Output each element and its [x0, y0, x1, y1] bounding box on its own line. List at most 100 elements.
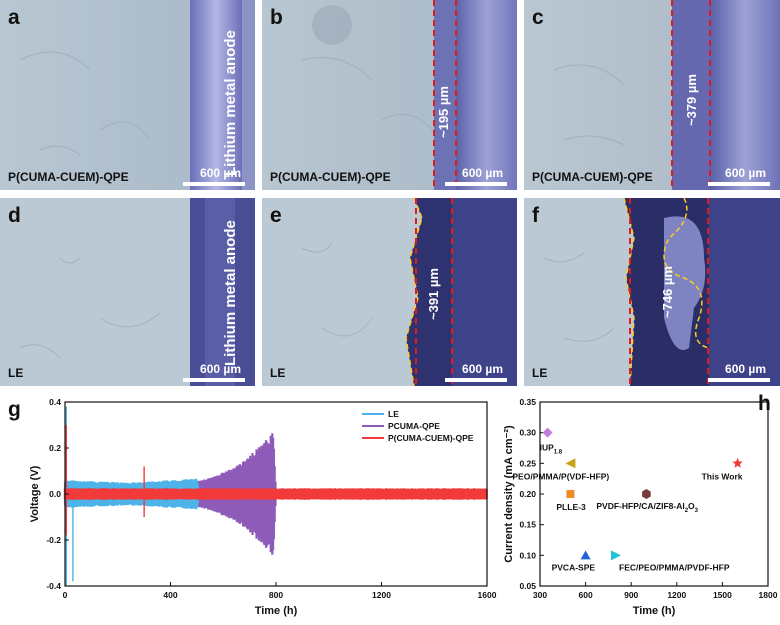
scale-bar	[445, 182, 507, 186]
micrograph-a	[0, 0, 255, 190]
y-tick-label: 0.15	[519, 520, 536, 530]
panel-caption: LE	[270, 366, 286, 380]
x-axis-label: Time (h)	[633, 605, 676, 617]
panel-caption: P(CUMA-CUEM)-QPE	[270, 170, 391, 184]
panel-a: a P(CUMA-CUEM)-QPE Lithium metal anode 6…	[0, 0, 255, 190]
point-label: IUP1.8	[540, 443, 563, 456]
panel-letter: c	[532, 6, 544, 29]
marker-triangle-left	[565, 458, 576, 469]
y-tick-label: 0.10	[519, 550, 536, 560]
panel-letter: g	[8, 398, 21, 421]
data-point: PVCA-SPE	[552, 550, 596, 572]
x-tick-label: 1200	[372, 590, 391, 600]
panel-letter: e	[270, 204, 282, 227]
data-point: PEO/PMMA/P(VDF-HFP)	[512, 458, 609, 481]
x-tick-label: 300	[533, 590, 547, 600]
x-tick-label: 600	[579, 590, 593, 600]
thickness-label: ~746 µm	[660, 266, 675, 318]
marker-triangle-right	[611, 550, 621, 561]
legend-label: LE	[388, 409, 399, 419]
panel-letter: b	[270, 6, 283, 29]
x-axis-label: Time (h)	[255, 605, 298, 617]
panel-caption: P(CUMA-CUEM)-QPE	[8, 170, 129, 184]
point-label: PVDF-HFP/CA/ZIF8-Al2O3	[596, 501, 698, 514]
micrograph-d	[0, 198, 255, 386]
scale-bar	[708, 182, 770, 186]
current-density-chart: h 300 600 900 1200 1500 1800 0.05 0.10 0.15 0.20 0…	[500, 392, 780, 620]
panel-c: c P(CUMA-CUEM)-QPE ~379 µm 600 µm	[524, 0, 780, 190]
y-axis-label: Voltage (V)	[29, 465, 41, 522]
anode-label: Lithium metal anode	[222, 30, 239, 176]
panel-caption: P(CUMA-CUEM)-QPE	[532, 170, 653, 184]
point-label: PEO/PMMA/P(VDF-HFP)	[512, 471, 609, 481]
thickness-label: ~391 µm	[426, 268, 441, 320]
scale-bar	[183, 182, 245, 186]
y-tick-label: 0.0	[49, 489, 61, 499]
marker-diamond	[542, 427, 553, 438]
micrograph-f	[524, 198, 780, 386]
scale-bar	[445, 378, 507, 382]
scale-label: 600 µm	[725, 166, 766, 180]
y-tick-label: -0.4	[46, 581, 61, 591]
scale-label: 600 µm	[200, 362, 241, 376]
y-tick-label: 0.35	[519, 397, 536, 407]
panel-caption: LE	[8, 366, 24, 380]
x-tick-label: 900	[624, 590, 638, 600]
panel-b: b P(CUMA-CUEM)-QPE ~195 µm 600 µm	[262, 0, 517, 190]
data-point: This Work	[702, 457, 743, 481]
point-label: FEC/PEO/PMMA/PVDF-HFP	[619, 562, 730, 572]
legend-label: PCUMA-QPE	[388, 421, 440, 431]
marker-square	[566, 490, 575, 498]
panel-f: f LE ~746 µm 600 µm	[524, 198, 780, 386]
panel-e: e LE ~391 µm 600 µm	[262, 198, 517, 386]
scale-label: 600 µm	[200, 166, 241, 180]
panel-d: d LE Lithium metal anode 600 µm	[0, 198, 255, 386]
x-tick-label: 1600	[478, 590, 497, 600]
scale-bar	[183, 378, 245, 382]
data-point: PLLE-3	[556, 490, 586, 512]
x-tick-label: 0	[63, 590, 68, 600]
panel-letter: d	[8, 204, 21, 227]
scale-label: 600 µm	[462, 166, 503, 180]
thickness-label: ~379 µm	[684, 74, 699, 126]
y-tick-label: 0.05	[519, 581, 536, 591]
data-point: IUP1.8	[540, 427, 563, 456]
y-tick-label: 0.25	[519, 458, 536, 468]
y-tick-label: -0.2	[46, 535, 61, 545]
point-label: PLLE-3	[556, 502, 586, 512]
y-tick-label: 0.2	[49, 443, 61, 453]
panel-letter: f	[532, 204, 539, 227]
micrograph-b	[262, 0, 517, 190]
scale-label: 600 µm	[462, 362, 503, 376]
point-label: This Work	[702, 471, 743, 481]
marker-hexagon	[642, 489, 651, 499]
point-label: PVCA-SPE	[552, 562, 596, 572]
series-band	[63, 488, 488, 500]
thickness-label: ~195 µm	[436, 86, 451, 138]
x-tick-label: 800	[269, 590, 283, 600]
x-tick-label: 1800	[759, 590, 778, 600]
panel-letter: h	[758, 392, 771, 415]
y-tick-label: 0.4	[49, 397, 61, 407]
legend-label: P(CUMA-CUEM)-QPE	[388, 433, 474, 443]
y-tick-label: 0.20	[519, 489, 536, 499]
marker-triangle-up	[580, 550, 591, 560]
y-axis-label: Current density (mA cm⁻²)	[503, 425, 515, 563]
micrograph-c	[524, 0, 780, 190]
x-tick-label: 1500	[713, 590, 732, 600]
panel-caption: LE	[532, 366, 548, 380]
x-tick-label: 1200	[667, 590, 686, 600]
panel-letter: a	[8, 6, 20, 29]
scale-label: 600 µm	[725, 362, 766, 376]
y-tick-label: 0.30	[519, 428, 536, 438]
marker-star	[732, 457, 743, 468]
scale-bar	[708, 378, 770, 382]
x-tick-label: 400	[163, 590, 177, 600]
micrograph-e	[262, 198, 517, 386]
anode-label: Lithium metal anode	[222, 220, 239, 366]
data-point: PVDF-HFP/CA/ZIF8-Al2O3	[596, 489, 699, 514]
data-point: FEC/PEO/PMMA/PVDF-HFP	[611, 550, 730, 572]
current-density-chart-svg: 300 600 900 1200 1500 1800 0.05 0.10 0.15 0.20 0.2…	[503, 397, 778, 617]
